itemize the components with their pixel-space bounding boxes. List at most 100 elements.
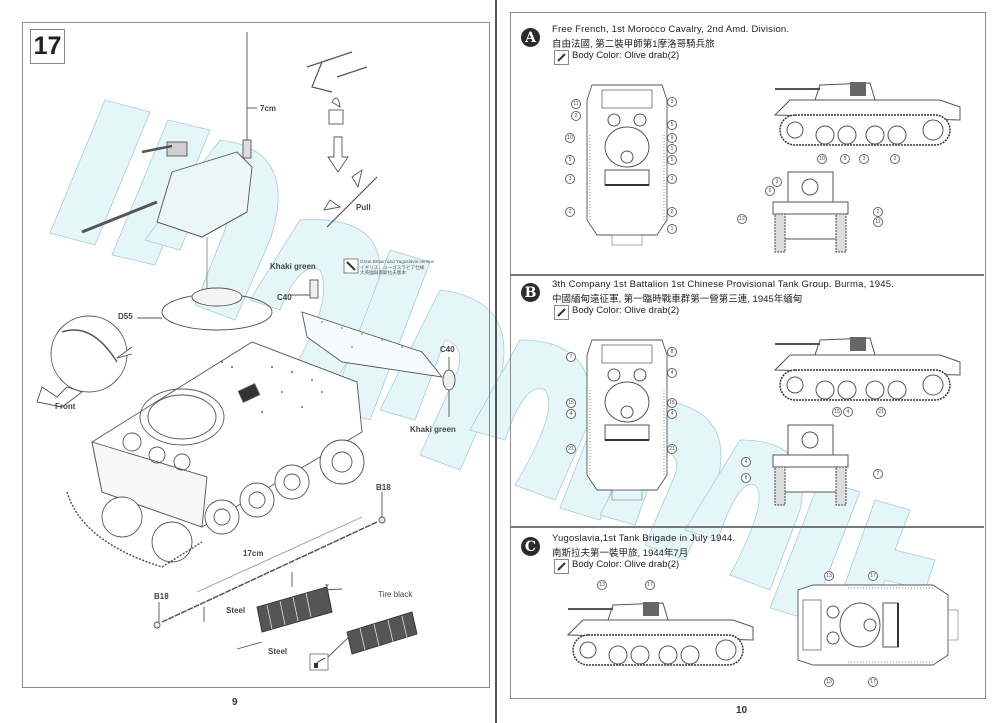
candle bbox=[328, 109, 344, 125]
engine-deck bbox=[301, 311, 444, 378]
b18-label-top: B18 bbox=[376, 483, 391, 492]
callout: 11 bbox=[873, 217, 883, 227]
front-label: Front bbox=[55, 402, 76, 411]
version-note-cn: 大英國與南斯拉夫版本 bbox=[360, 270, 406, 275]
callout: 2 bbox=[565, 207, 575, 217]
section-c-title: Yugoslavia,1st Tank Brigade in July 1944… bbox=[552, 533, 736, 544]
callout: 3 bbox=[667, 174, 677, 184]
front-arrow bbox=[36, 386, 83, 408]
b18-label-bottom: B18 bbox=[154, 592, 169, 601]
callout: 5 bbox=[565, 155, 575, 165]
callout: 5 bbox=[667, 155, 677, 165]
section-c-title-cn: 南斯拉夫第一裝甲旅, 1944年7月 bbox=[552, 548, 689, 559]
cable-length-label: 17cm bbox=[243, 549, 264, 558]
steel-cable-label: Steel bbox=[226, 606, 246, 615]
callout: 2 bbox=[890, 154, 900, 164]
callout: 21 bbox=[876, 407, 886, 417]
callout: 1 bbox=[667, 144, 677, 154]
callout: 10 bbox=[817, 154, 827, 164]
track-link-set bbox=[256, 586, 333, 633]
callout: 2 bbox=[571, 111, 581, 121]
callout: 6 bbox=[765, 186, 775, 196]
callout: 8 bbox=[667, 347, 677, 357]
down-arrow bbox=[327, 136, 349, 173]
d55-label: D55 bbox=[118, 312, 133, 321]
version-note-en: Great Britain and Yugoslavia version bbox=[360, 259, 435, 264]
section-a-title-cn: 自由法國, 第二裝甲師第1摩洛哥騎兵旅 bbox=[552, 39, 715, 50]
callout: 4 bbox=[667, 409, 677, 419]
paint-brush-icon bbox=[554, 305, 569, 320]
book-spine bbox=[495, 0, 497, 723]
callout: 4 bbox=[843, 407, 853, 417]
callout: 3 bbox=[859, 154, 869, 164]
section-badge-c: C bbox=[521, 537, 540, 556]
section-a-body-color: Body Color: Olive drab(2) bbox=[572, 50, 680, 61]
callout: 17 bbox=[868, 677, 878, 687]
callout: 21 bbox=[566, 444, 576, 454]
left-page-frame bbox=[22, 22, 490, 688]
callout: 13 bbox=[597, 580, 607, 590]
section-a-top-view bbox=[586, 84, 668, 246]
version-note: Great Britain and Yugoslavia version イギリ… bbox=[360, 259, 434, 276]
c40-label-right: C40 bbox=[440, 345, 455, 354]
tire-block-label: Tire black bbox=[378, 590, 413, 599]
callout: 3 bbox=[565, 174, 575, 184]
drive-sprocket bbox=[101, 496, 143, 538]
section-a-front-view bbox=[772, 171, 849, 253]
callout: 21 bbox=[667, 444, 677, 454]
callout: 3 bbox=[667, 97, 677, 107]
callout: 4 bbox=[566, 409, 576, 419]
section-divider bbox=[510, 274, 984, 276]
callout: 3 bbox=[772, 177, 782, 187]
callout: 2 bbox=[667, 207, 677, 217]
section-divider bbox=[510, 526, 984, 528]
callout: 7 bbox=[566, 352, 576, 362]
callout: 13 bbox=[824, 571, 834, 581]
section-b-title-cn: 中國緬甸遠征軍, 第一臨時戰車群第一營第三連, 1945年緬甸 bbox=[552, 294, 803, 305]
callout: 5 bbox=[667, 120, 677, 130]
page-number-right: 10 bbox=[736, 705, 748, 716]
pull-label: Pull bbox=[356, 203, 371, 212]
khaki-green-label-top: Khaki green bbox=[270, 262, 316, 271]
callout: 2 bbox=[873, 207, 883, 217]
callout: 10 bbox=[565, 133, 575, 143]
section-b-title: 3th Company 1st Battalion 1st Chinese Pr… bbox=[552, 279, 895, 290]
part-t-label: T bbox=[325, 585, 329, 591]
section-a-side-view bbox=[774, 81, 961, 146]
callout: 9 bbox=[667, 133, 677, 143]
section-badge-a: A bbox=[521, 28, 540, 47]
antenna-length-label: 7cm bbox=[260, 104, 277, 113]
section-b-side-view bbox=[774, 336, 961, 401]
callout: 17 bbox=[868, 571, 878, 581]
paint-brush-icon bbox=[554, 50, 569, 65]
candle-flame bbox=[331, 97, 341, 108]
assembly-illustration bbox=[36, 32, 456, 671]
callout: 4 bbox=[741, 457, 751, 467]
khaki-green-label-bottom: Khaki green bbox=[410, 425, 456, 434]
callout: 8 bbox=[741, 473, 751, 483]
section-c-body-color: Body Color: Olive drab(2) bbox=[572, 559, 680, 570]
section-b-front-view bbox=[772, 424, 849, 506]
paint-brush-icon bbox=[554, 559, 569, 574]
part-c40-left bbox=[309, 279, 319, 299]
callout: 7 bbox=[873, 469, 883, 479]
callout: 13 bbox=[824, 677, 834, 687]
steel-track-label: Steel bbox=[268, 647, 288, 656]
section-badge-b: B bbox=[521, 283, 540, 302]
section-b-top-view bbox=[586, 339, 668, 501]
step-number: 17 bbox=[30, 29, 65, 64]
callout: 15 bbox=[566, 398, 576, 408]
machine-gun bbox=[166, 141, 188, 157]
callout: 15 bbox=[832, 407, 842, 417]
callout: 15 bbox=[667, 398, 677, 408]
turret-ring-opening bbox=[139, 388, 225, 446]
tow-cable bbox=[161, 521, 378, 623]
callout: 17 bbox=[645, 580, 655, 590]
callout: 5 bbox=[840, 154, 850, 164]
sprue bbox=[306, 51, 368, 93]
callout: 11 bbox=[571, 99, 581, 109]
section-c-side-view bbox=[567, 601, 754, 666]
drive-sprocket bbox=[151, 521, 193, 563]
right-page-frame bbox=[510, 12, 986, 699]
